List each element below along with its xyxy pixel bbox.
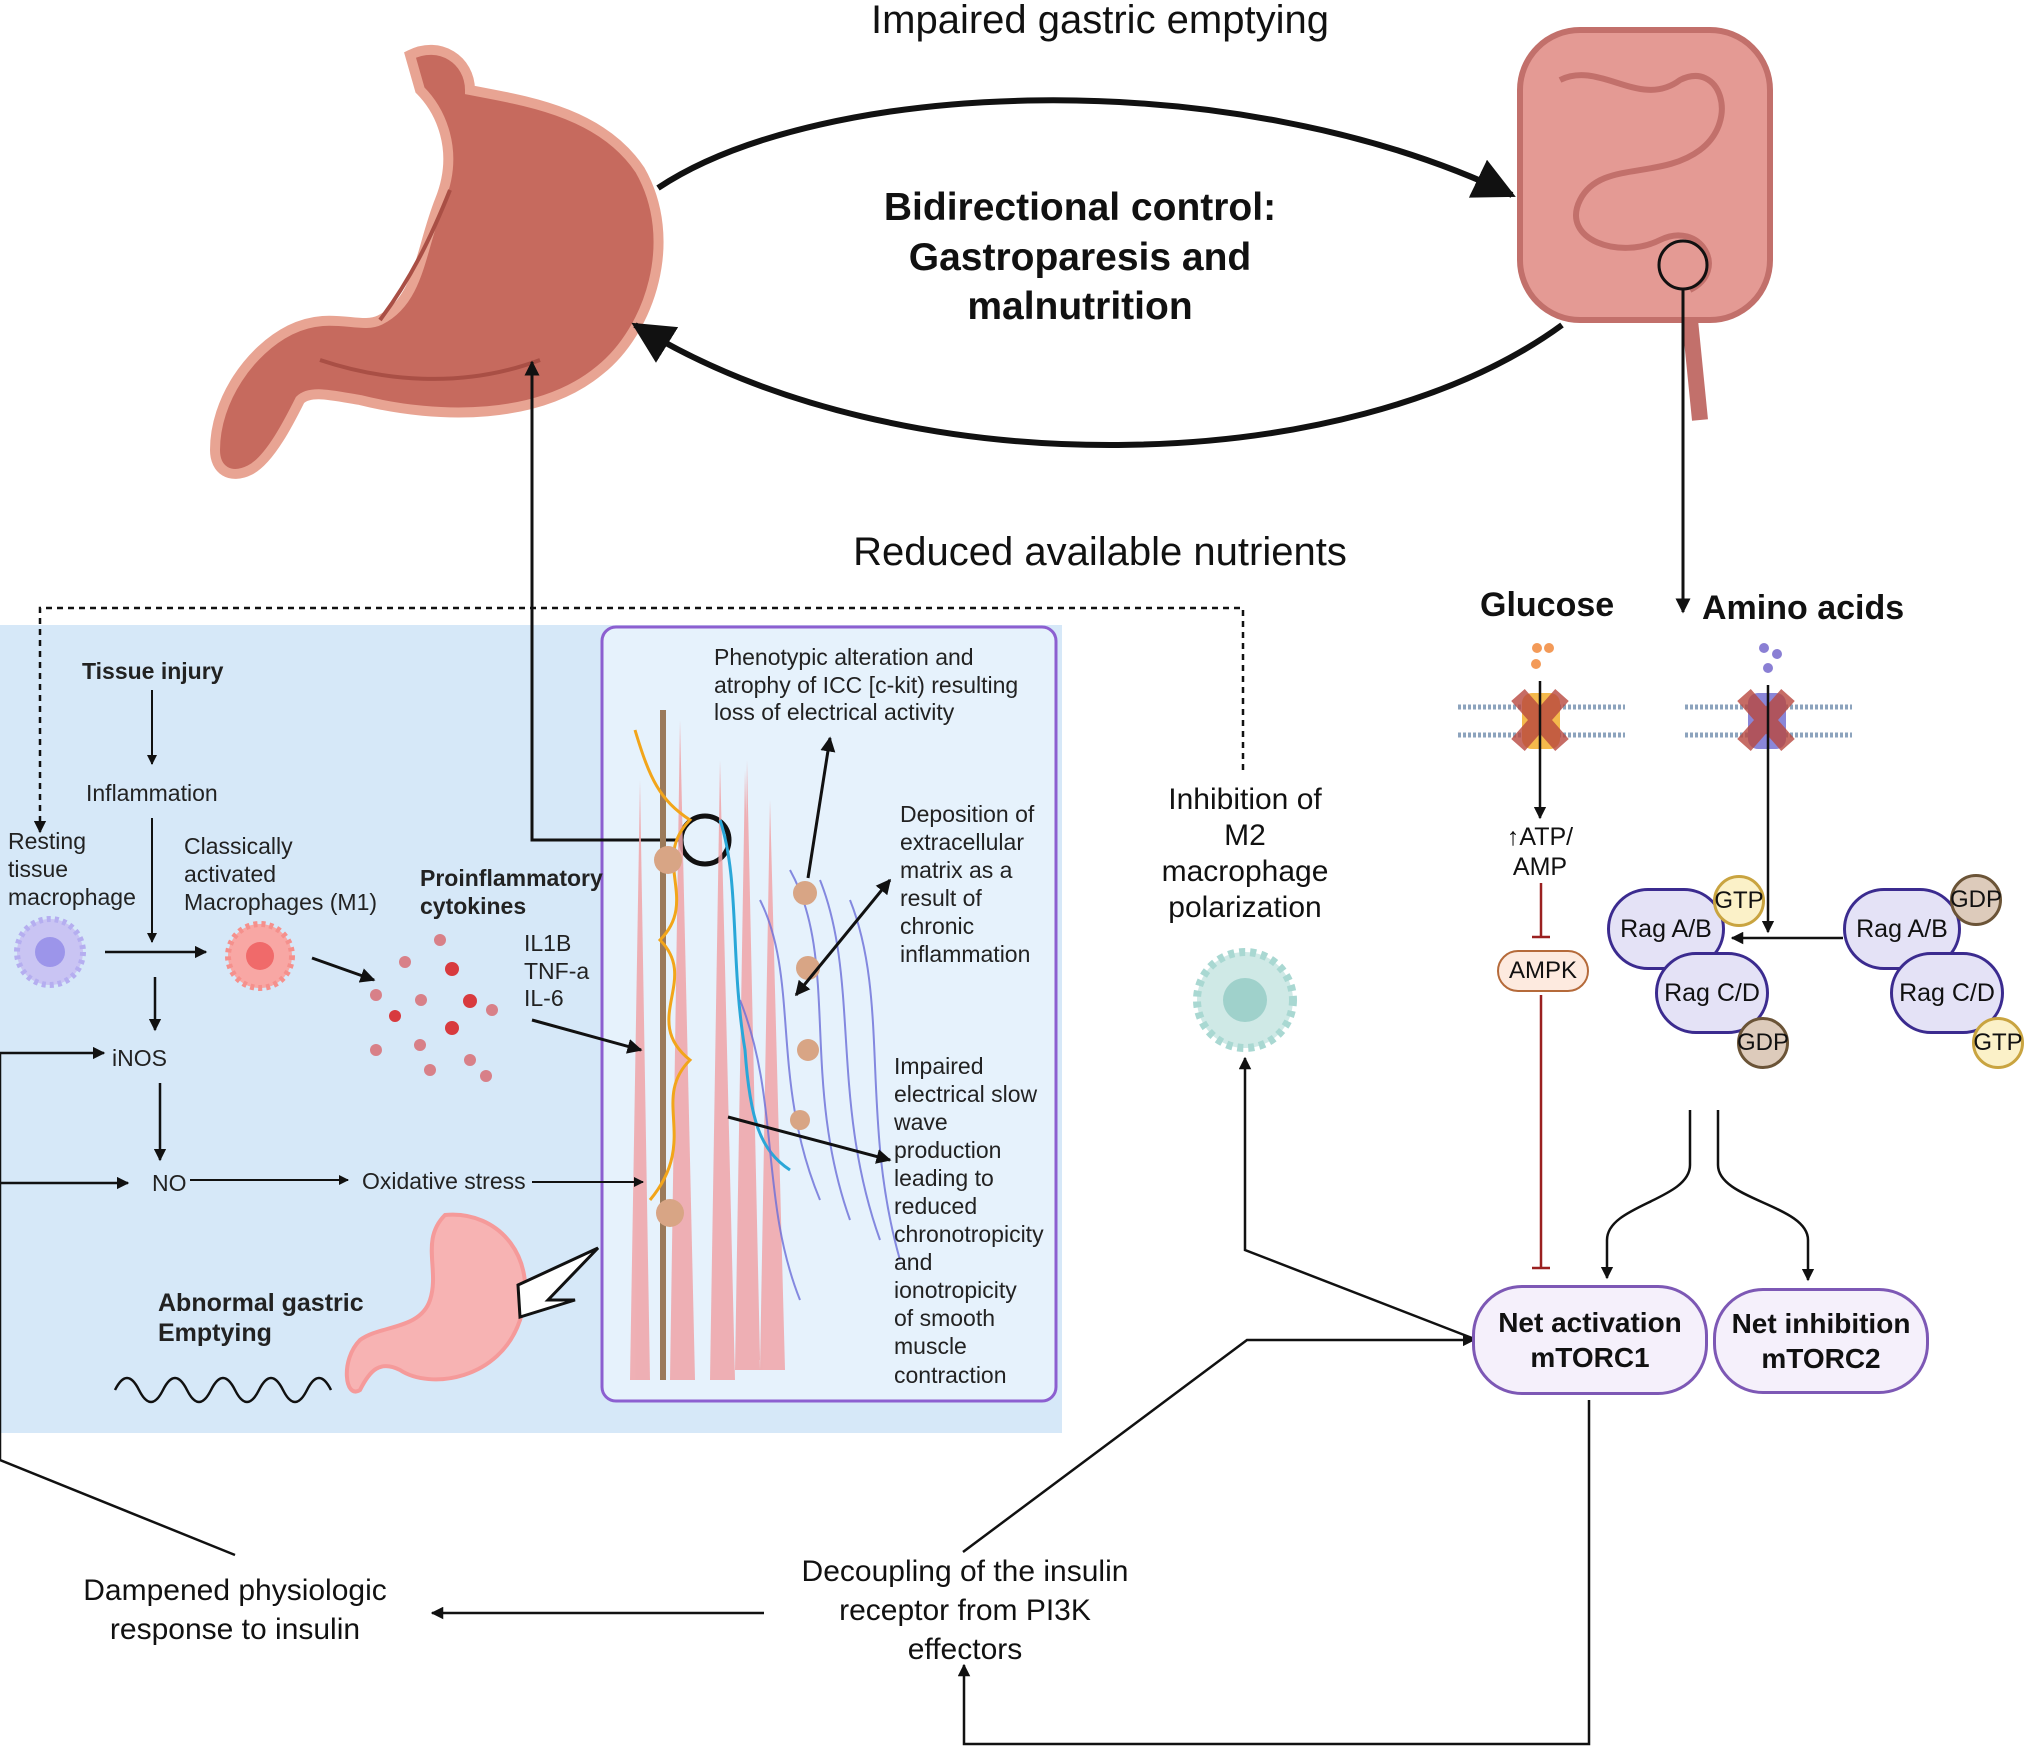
no-label: NO [152, 1170, 187, 1196]
glucose-membrane [1458, 689, 1625, 751]
arrow-rag-to-mtorc2 [1716, 1110, 1815, 1282]
arrow-intestine-to-stomach [631, 322, 1564, 449]
inhibit-ampk-to-mtorc1 [1532, 995, 1550, 1270]
inflammation-label: Inflammation [86, 780, 218, 806]
tissue-injury-label: Tissue injury [82, 658, 224, 684]
m1-macrophage-icon [225, 921, 295, 991]
arrow-stomach-to-intestine [656, 97, 1516, 198]
intestine-illustration [1517, 27, 1773, 421]
slow-wave-note: Impaired electrical slow wave production… [894, 1053, 1044, 1388]
reduced-nutrients-label: Reduced available nutrients [853, 530, 1347, 574]
m1-macrophage-label: Classically activated Macrophages (M1) [184, 833, 378, 916]
ampk-node: AMPK [1497, 950, 1589, 992]
arrow-to-slow-wave-note [727, 1115, 892, 1164]
line-decoupling-to-mtorc1 [962, 1333, 1476, 1554]
arrow-mtorc1-to-decoupling [957, 1400, 1591, 1746]
inos-label: iNOS [112, 1045, 167, 1071]
glucose-label: Glucose [1480, 586, 1615, 624]
arrow-rag-to-mtorc1 [1600, 1110, 1692, 1280]
oxidative-stress-label: Oxidative stress [362, 1168, 526, 1194]
bidirectional-control-title: Bidirectional control: Gastroparesis and… [883, 186, 1277, 329]
arrow-icc-to-stomach [524, 360, 682, 842]
arrow-cytokines-to-tissue [531, 1018, 643, 1054]
m2-inhibition-label: Inhibition of M2 macrophage polarization [1161, 783, 1329, 924]
mtorc2-node: Net inhibition mTORC2 [1713, 1288, 1929, 1394]
wave-icon [113, 1376, 333, 1404]
ecm-note: Deposition of extracellular matrix as a … [900, 801, 1035, 968]
mtorc1-node: Net activation mTORC1 [1472, 1285, 1708, 1395]
amino-acids-label: Amino acids [1702, 589, 1905, 627]
decoupling-label: Decoupling of the insulin receptor from … [801, 1555, 1129, 1666]
resting-macrophage-icon [14, 916, 86, 988]
arrow-mtorc1-to-m2 [1238, 1056, 1473, 1340]
arrow-m1-to-cytokines [311, 956, 376, 983]
resting-macrophage-label: Resting tissue macrophage [8, 828, 136, 911]
gdp-badge-active: GDP [1737, 1017, 1789, 1069]
gtp-badge-inactive: GTP [1972, 1017, 2024, 1069]
icc-note: Phenotypic alteration and atrophy of ICC… [714, 644, 1019, 726]
dashed-feedback-line [33, 606, 1245, 834]
cytokine-particles-icon [370, 934, 498, 1082]
amino-particles-icon [1759, 643, 1782, 673]
gdp-badge-inactive: GDP [1950, 874, 2002, 926]
m2-macrophage-icon [1193, 948, 1297, 1052]
gtp-badge-active: GTP [1713, 875, 1765, 927]
atp-amp-label: ↑ATP/ AMP [1506, 823, 1574, 881]
inhibit-atp-to-ampk [1532, 883, 1550, 939]
dampened-response-label: Dampened physiologic response to insulin [83, 1574, 387, 1646]
cytokines-title: Proinflammatory cytokines [420, 865, 603, 920]
glucose-particles-icon [1531, 643, 1554, 669]
arrow-to-ecm-note [794, 878, 892, 997]
abnormal-emptying-label: Abnormal gastric Emptying [158, 1289, 364, 1347]
cytokines-list: IL1B TNF-a IL-6 [524, 930, 590, 1012]
impaired-emptying-label: Impaired gastric emptying [871, 0, 1329, 42]
arrow-insulin-feedback [0, 1046, 236, 1557]
lightning-icon [516, 1246, 600, 1319]
stomach-illustration [209, 45, 664, 479]
arrow-to-icc-note [806, 736, 836, 879]
